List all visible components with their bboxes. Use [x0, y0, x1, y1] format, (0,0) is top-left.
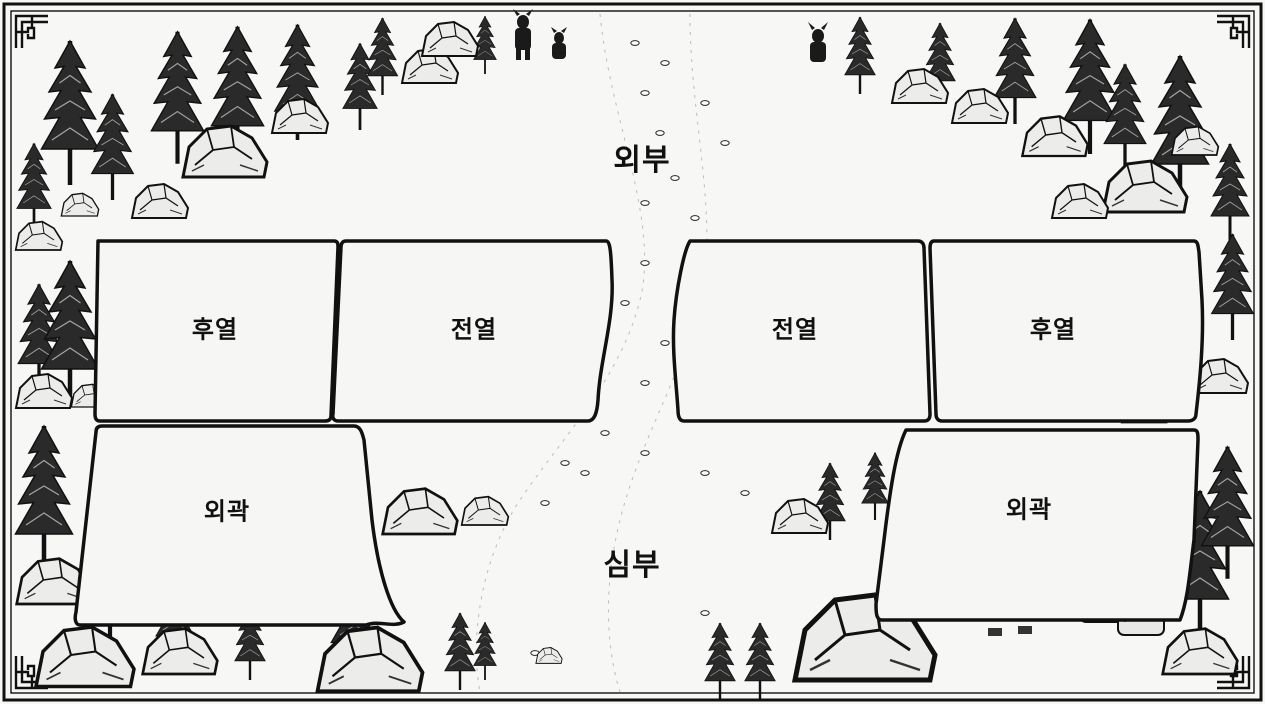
right-perimeter-label: 외곽: [1006, 490, 1052, 525]
left-perimeter-label: 외곽: [204, 492, 250, 527]
demon-figure-1: [513, 9, 533, 60]
left-front-row-label: 전열: [451, 310, 497, 345]
outer-zone-label: 외부: [613, 135, 670, 179]
right-perimeter-zone[interactable]: [880, 432, 1196, 618]
right-front-row-label: 전열: [772, 310, 818, 345]
left-back-row-label: 후열: [192, 310, 238, 345]
inner-zone-label: 심부: [603, 540, 660, 584]
demon-figure-2: [551, 27, 567, 59]
right-back-row-label: 후열: [1030, 310, 1076, 345]
demon-figure-3: [808, 22, 828, 62]
